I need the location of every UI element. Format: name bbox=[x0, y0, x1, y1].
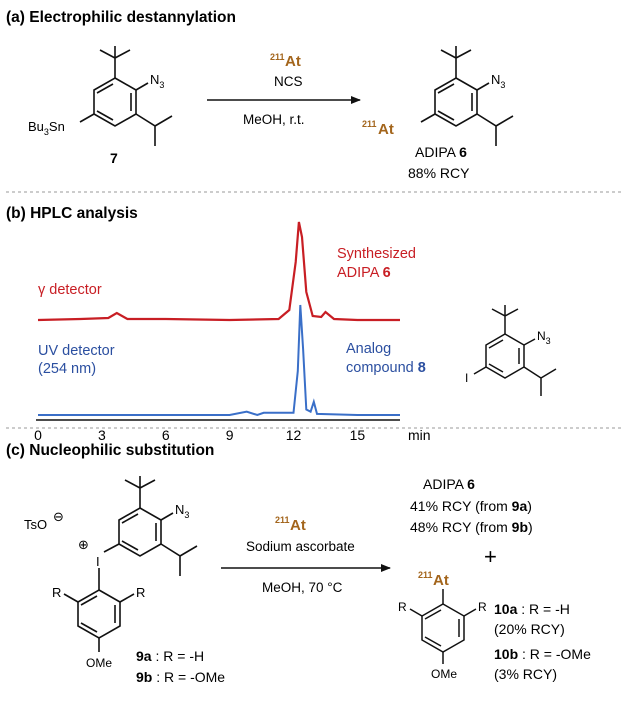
x-tick-label: 15 bbox=[350, 427, 366, 443]
sm-substituent: Bu3Sn bbox=[28, 119, 65, 137]
product-a-label: ADIPA 6 bbox=[415, 144, 467, 160]
iodonium-charge: ⊕ bbox=[78, 537, 89, 552]
x-tick-label: 12 bbox=[286, 427, 302, 443]
plus-sign: + bbox=[484, 544, 497, 569]
conditions-a: MeOH, r.t. bbox=[243, 112, 305, 127]
r-right: R bbox=[136, 585, 145, 600]
x-tick-label: 0 bbox=[34, 427, 42, 443]
section-c-title: (c) Nucleophilic substitution bbox=[6, 442, 214, 459]
x-ticks: 0 3 6 9 12 15 bbox=[34, 427, 365, 443]
product-c-label: ADIPA 6 bbox=[423, 476, 475, 492]
section-b-title: (b) HPLC analysis bbox=[6, 205, 138, 222]
reagent-a-element: At bbox=[285, 53, 301, 70]
gamma-trace bbox=[37, 221, 400, 322]
reagent-a-ncs: NCS bbox=[274, 74, 303, 89]
sub-9b: 9b : R = -OMe bbox=[136, 669, 225, 685]
bp-r-right: R bbox=[478, 600, 487, 614]
bp-10b: 10b : R = -OMe bbox=[494, 646, 591, 662]
uv-label-1: UV detector bbox=[38, 343, 115, 359]
uv-label-2: (254 nm) bbox=[38, 361, 96, 377]
product-a-mass: 211 bbox=[362, 119, 377, 129]
reagent-c-element: At bbox=[290, 517, 306, 534]
compound-9 bbox=[63, 476, 198, 652]
product-a-azide: N3 bbox=[491, 72, 505, 90]
bp-10a: 10a : R = -H bbox=[494, 601, 570, 617]
uv-peak-label-2: compound 8 bbox=[346, 360, 426, 376]
byproduct-mass: 211 bbox=[418, 570, 433, 580]
hplc-chart: 0 3 6 9 12 15 min bbox=[34, 221, 431, 443]
yield-9a: 41% RCY (from 9a) bbox=[410, 498, 532, 514]
x-tick-label: 6 bbox=[162, 427, 170, 443]
compound-7 bbox=[79, 46, 173, 146]
sm-number: 7 bbox=[110, 150, 118, 166]
sm-c-azide: N3 bbox=[175, 502, 189, 520]
analog-iodine: I bbox=[465, 371, 468, 385]
gamma-peak-label-1: Synthesized bbox=[337, 246, 416, 262]
x-tick-label: 3 bbox=[98, 427, 106, 443]
uv-peak-label-1: Analog bbox=[346, 341, 391, 357]
byproduct-element: At bbox=[433, 572, 449, 589]
gamma-label: γ detector bbox=[38, 282, 102, 298]
reagent-a-mass: 211 bbox=[270, 52, 285, 62]
compound-10 bbox=[409, 589, 477, 664]
product-a-element: At bbox=[378, 121, 394, 138]
yield-9b: 48% RCY (from 9b) bbox=[410, 519, 533, 535]
sub-9a: 9a : R = -H bbox=[136, 648, 204, 664]
reagent-c-mass: 211 bbox=[275, 515, 290, 525]
iodine: I bbox=[96, 554, 100, 569]
counterion-charge: ⊖ bbox=[53, 509, 64, 524]
analog-azide: N3 bbox=[537, 329, 551, 346]
x-axis-unit: min bbox=[408, 427, 431, 443]
bp-10b-yield: (3% RCY) bbox=[494, 666, 557, 682]
ome-9: OMe bbox=[86, 656, 112, 670]
bp-10a-yield: (20% RCY) bbox=[494, 621, 565, 637]
compound-8 bbox=[473, 305, 557, 396]
reagent-c-ascorbate: Sodium ascorbate bbox=[246, 539, 355, 554]
bp-r-left: R bbox=[398, 600, 407, 614]
r-left: R bbox=[52, 585, 61, 600]
x-tick-label: 9 bbox=[226, 427, 234, 443]
product-a-yield: 88% RCY bbox=[408, 165, 470, 181]
bp-ome: OMe bbox=[431, 667, 457, 681]
sm-azide: N3 bbox=[150, 72, 164, 90]
section-a-title: (a) Electrophilic destannylation bbox=[6, 9, 236, 26]
conditions-c: MeOH, 70 °C bbox=[262, 580, 343, 595]
gamma-peak-label-2: ADIPA 6 bbox=[337, 265, 391, 281]
counterion: TsO bbox=[24, 517, 47, 532]
compound-6-product-a bbox=[420, 46, 514, 146]
uv-trace bbox=[38, 304, 400, 417]
